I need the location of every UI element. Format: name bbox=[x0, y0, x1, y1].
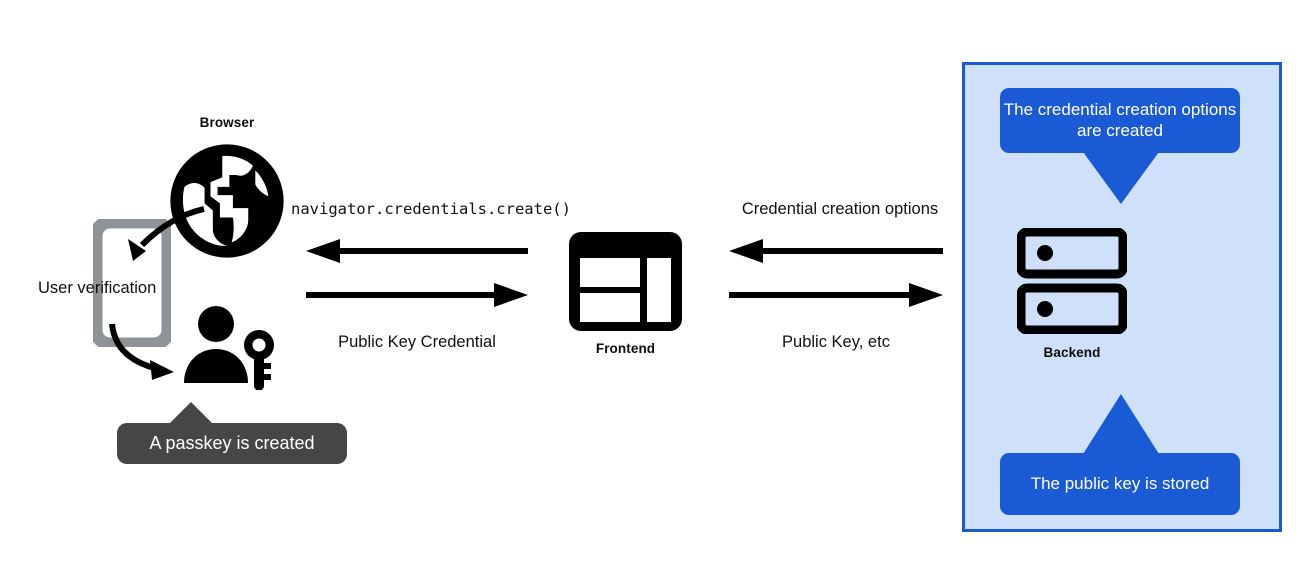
browser-node-label: Browser bbox=[152, 115, 302, 130]
credential-options-callout-tail bbox=[1083, 152, 1159, 204]
passkey-created-callout: A passkey is created bbox=[117, 423, 347, 464]
arrow-device-to-user bbox=[108, 322, 213, 392]
frontend-label: Frontend bbox=[595, 341, 656, 356]
browser-label: Browser bbox=[199, 115, 255, 130]
credential-options-callout: The credential creation options are crea… bbox=[1000, 88, 1240, 153]
server-rack-icon bbox=[1017, 228, 1127, 334]
passkey-callout-tail bbox=[167, 402, 215, 426]
window-layout-icon bbox=[569, 232, 682, 331]
arrow-browser-to-frontend bbox=[306, 283, 528, 307]
user-verification-label: User verification bbox=[38, 279, 157, 297]
navigator-credentials-create-label: navigator.credentials.create() bbox=[291, 200, 571, 218]
arrow-browser-to-device bbox=[100, 205, 210, 275]
arrow-backend-to-frontend bbox=[729, 239, 943, 263]
mobile-phone-icon bbox=[93, 219, 171, 347]
globe-icon bbox=[168, 142, 286, 260]
credential-creation-options-label: Credential creation options bbox=[741, 200, 939, 218]
public-key-stored-callout-tail bbox=[1083, 394, 1159, 454]
user-with-key-icon bbox=[180, 305, 285, 390]
arrow-frontend-to-browser bbox=[306, 239, 528, 263]
arrow-frontend-to-backend bbox=[729, 283, 943, 307]
public-key-stored-callout: The public key is stored bbox=[1000, 453, 1240, 515]
public-key-etc-label: Public Key, etc bbox=[782, 333, 890, 351]
backend-label: Backend bbox=[1043, 345, 1101, 360]
public-key-credential-label: Public Key Credential bbox=[338, 333, 496, 351]
